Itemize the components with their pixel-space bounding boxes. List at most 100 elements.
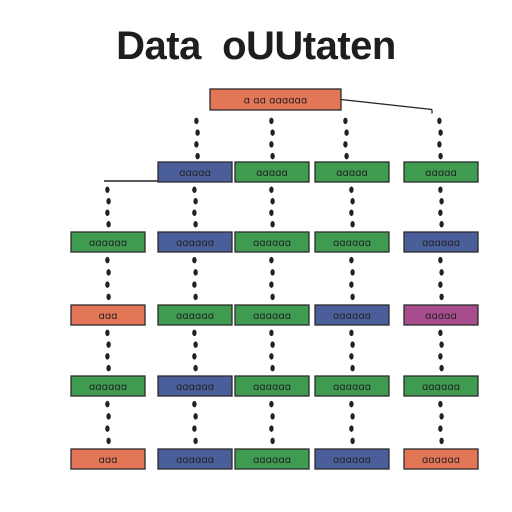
node-box xyxy=(70,448,146,470)
node-r4-4: ɑɑɑɑɑɑ xyxy=(314,375,390,397)
connector-dot xyxy=(106,364,111,372)
connector-dot xyxy=(437,141,442,148)
connector-dot xyxy=(105,209,110,216)
node-box xyxy=(314,375,390,397)
connector-dot xyxy=(349,329,354,337)
node-r5-3: ɑɑɑɑɑɑ xyxy=(234,448,310,470)
connector-dot xyxy=(192,400,197,408)
connector-dot xyxy=(438,129,443,136)
node-label: ɑɑɑɑɑ xyxy=(425,168,457,179)
connector-dot xyxy=(269,425,274,432)
connector-dot xyxy=(193,293,198,301)
connector-dot xyxy=(194,117,199,125)
node-r1-3: ɑɑɑɑɑ xyxy=(314,161,390,183)
connector-dot xyxy=(269,281,274,288)
node-box xyxy=(234,161,310,183)
connector-dot xyxy=(270,413,275,420)
connector-dot xyxy=(438,353,443,360)
connector-dot xyxy=(349,353,354,360)
connector-dot xyxy=(195,129,200,136)
connector-dot xyxy=(270,437,275,445)
node-r2-2: ɑɑɑɑɑɑ xyxy=(157,231,233,253)
node-box xyxy=(234,304,310,326)
connector-dot xyxy=(105,425,110,432)
connector-dot xyxy=(350,269,355,276)
connector-dot xyxy=(350,437,355,445)
connector-dot xyxy=(106,198,111,205)
node-label: ɑɑɑɑɑ xyxy=(256,168,288,179)
root-node: ɑ ɑɑ ɑɑɑɑɑɑ xyxy=(209,88,342,111)
node-box xyxy=(157,375,233,397)
connector-dot xyxy=(105,256,110,264)
node-box xyxy=(157,161,233,183)
node-label: ɑɑɑ xyxy=(98,311,117,322)
connector-dot xyxy=(192,353,197,360)
connector-dot xyxy=(105,400,110,408)
connector-dot xyxy=(193,437,198,445)
connector-dot xyxy=(193,413,198,420)
node-label: ɑɑɑɑɑɑ xyxy=(253,382,291,393)
node-label: ɑɑɑɑɑɑ xyxy=(176,455,214,466)
node-box xyxy=(70,375,146,397)
node-r3-1: ɑɑɑ xyxy=(70,304,146,326)
node-label: ɑɑɑɑɑɑ xyxy=(422,382,460,393)
connector-dot xyxy=(106,293,111,301)
diagram-title: Data oUUtaten xyxy=(116,24,396,68)
connector-dot xyxy=(195,152,200,160)
connector-dot xyxy=(438,425,443,432)
node-box xyxy=(403,231,479,253)
connector-dot xyxy=(438,329,443,337)
node-box xyxy=(70,231,146,253)
root-connector-line xyxy=(340,98,433,111)
connector-dot xyxy=(270,198,275,205)
connector-dot xyxy=(192,425,197,432)
connector-dot xyxy=(439,293,444,301)
connector-dot xyxy=(269,400,274,408)
node-label: ɑɑɑɑɑ xyxy=(336,168,368,179)
connector-dot xyxy=(439,221,444,228)
connector-dot xyxy=(344,129,349,136)
node-box xyxy=(234,231,310,253)
node-r3-5: ɑɑɑɑɑ xyxy=(403,304,479,326)
node-label: ɑɑɑɑɑɑ xyxy=(422,455,460,466)
connector-dot xyxy=(438,152,443,160)
node-r5-4: ɑɑɑɑɑɑ xyxy=(314,448,390,470)
node-label: ɑɑɑɑɑɑ xyxy=(333,238,371,249)
connector-dot xyxy=(193,269,198,276)
connector-dot xyxy=(269,353,274,360)
connector-dot xyxy=(439,269,444,276)
node-r1-2: ɑɑɑɑɑ xyxy=(234,161,310,183)
node-box xyxy=(314,161,390,183)
connector-dot xyxy=(194,141,199,148)
node-r4-5: ɑɑɑɑɑɑ xyxy=(403,375,479,397)
node-label: ɑɑɑɑɑɑ xyxy=(176,238,214,249)
node-r3-3: ɑɑɑɑɑɑ xyxy=(234,304,310,326)
connector-dot xyxy=(193,221,198,228)
node-box xyxy=(403,375,479,397)
connector-dot xyxy=(350,198,355,205)
node-r2-4: ɑɑɑɑɑɑ xyxy=(314,231,390,253)
connector-dot xyxy=(270,152,275,160)
connector-dot xyxy=(350,293,355,301)
connector-dot xyxy=(105,329,110,337)
connector-dot xyxy=(105,186,110,193)
connector-dot xyxy=(349,281,354,288)
node-label: ɑɑɑɑɑɑ xyxy=(176,311,214,322)
node-label: ɑɑɑɑɑ xyxy=(425,311,457,322)
connector-dot xyxy=(106,413,111,420)
connector-dot xyxy=(438,256,443,264)
connector-dot xyxy=(192,186,197,193)
connector-dot xyxy=(105,353,110,360)
node-r4-3: ɑɑɑɑɑɑ xyxy=(234,375,310,397)
connector-dot xyxy=(269,117,274,125)
node-r5-2: ɑɑɑɑɑɑ xyxy=(157,448,233,470)
connector-dot xyxy=(439,413,444,420)
connector-dot xyxy=(269,256,274,264)
connector-dot xyxy=(106,437,111,445)
node-box xyxy=(157,304,233,326)
node-label: ɑɑɑ xyxy=(98,455,117,466)
node-label: ɑɑɑɑɑɑ xyxy=(253,311,291,322)
connector-dot xyxy=(270,364,275,372)
connector-dot xyxy=(350,364,355,372)
